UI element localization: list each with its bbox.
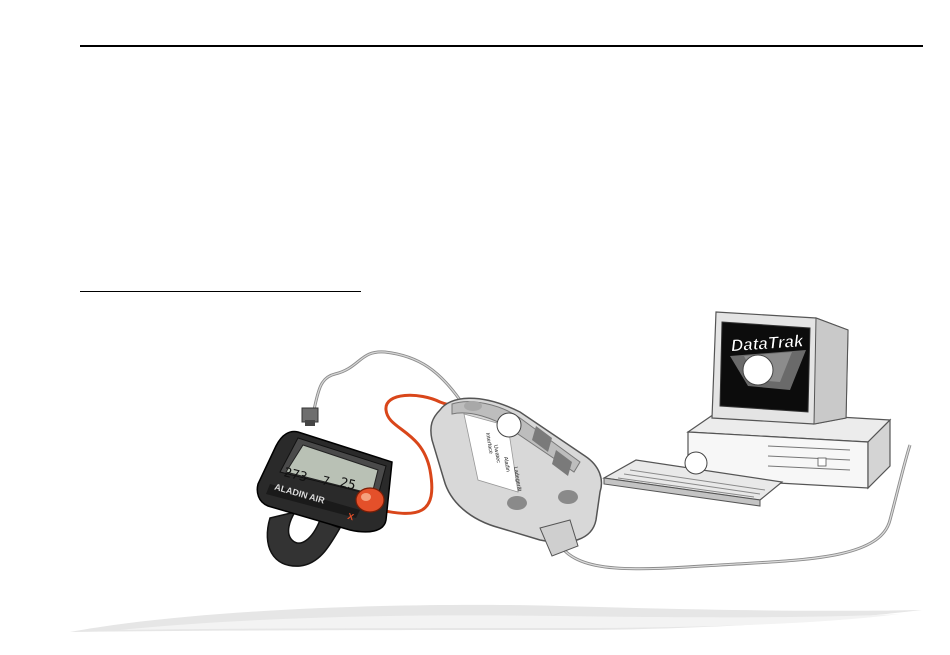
interface-callout-circle (497, 413, 521, 437)
monitor-callout-circle (743, 355, 773, 385)
watch-plug (302, 408, 318, 426)
footer-swoosh (0, 590, 950, 650)
keyboard-callout-circle (685, 452, 707, 474)
